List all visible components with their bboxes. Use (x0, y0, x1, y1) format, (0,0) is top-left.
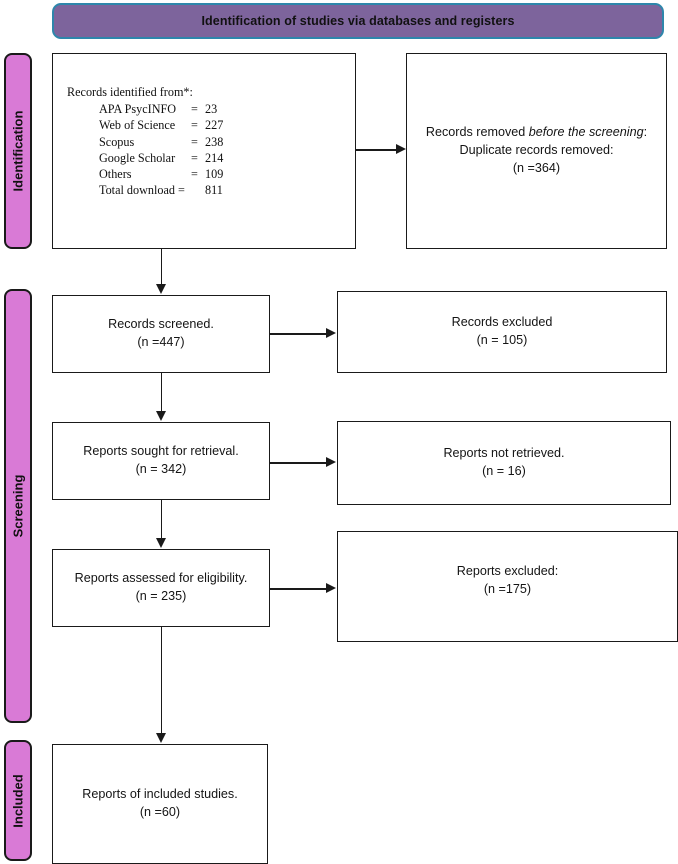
records-removed-line1-prefix: Records removed (425, 125, 529, 140)
stage-label-identification-text: Identification (10, 110, 26, 192)
box-records-identified: Records identified from*: APA PsycINFO =… (52, 53, 356, 249)
reports-not-retrieved-content: Reports not retrieved. (n = 16) (338, 445, 670, 481)
reports-sought-content: Reports sought for retrieval. (n = 342) (53, 443, 269, 479)
source-equals: = (191, 102, 198, 117)
source-row: Others = 109 (99, 166, 223, 182)
records-removed-line1-suffix: : (643, 125, 648, 140)
source-row: Google Scholar = 214 (99, 150, 223, 166)
records-screened-line1: Records screened. (108, 317, 214, 332)
records-removed-content: Records removed before the screening: Du… (407, 124, 666, 178)
source-name: Google Scholar (99, 150, 176, 165)
records-removed-line3: (n =364) (512, 160, 561, 175)
source-name: Web of Science (99, 118, 176, 133)
arrowhead-screened-to-sought (155, 411, 166, 421)
source-equals (191, 182, 205, 198)
records-screened-content: Records screened. (n =447) (53, 316, 269, 352)
stage-label-identification: Identification (4, 53, 32, 249)
reports-assessed-line1: Reports assessed for eligibility. (74, 571, 248, 586)
reports-sought-line2: (n = 342) (135, 462, 187, 476)
records-identified-heading: Records identified from*: (67, 85, 193, 99)
source-value: 811 (205, 183, 223, 198)
source-value: 23 (205, 102, 218, 117)
records-excluded-line2: (n = 105) (476, 333, 528, 347)
reports-included-content: Reports of included studies. (n =60) (53, 786, 267, 822)
connector-assessed-to-included (160, 627, 163, 734)
box-records-screened: Records screened. (n =447) (52, 295, 270, 373)
arrowhead-identified-to-screened (155, 284, 166, 294)
source-value: 238 (205, 134, 224, 149)
records-removed-line1-italic: before the screening (528, 125, 644, 140)
stage-label-included-text: Included (10, 773, 26, 828)
source-value: 214 (205, 150, 224, 165)
diagram-header-banner: Identification of studies via databases … (52, 3, 664, 39)
stage-label-included: Included (4, 740, 32, 861)
source-equals: = (191, 134, 198, 149)
connector-assessed-to-reports-excluded (270, 588, 327, 590)
box-records-removed: Records removed before the screening: Du… (406, 53, 667, 249)
reports-not-retrieved-line2: (n = 16) (482, 464, 526, 478)
reports-assessed-line2: (n = 235) (135, 589, 187, 603)
arrowhead-assessed-to-reports-excluded (326, 583, 336, 594)
reports-included-line2: (n =60) (139, 805, 181, 819)
connector-identified-to-screened (160, 249, 163, 285)
connector-screened-to-excluded (270, 333, 327, 335)
source-name: APA PsycINFO (99, 102, 177, 117)
reports-assessed-content: Reports assessed for eligibility. (n = 2… (53, 570, 269, 606)
source-row: Web of Science = 227 (99, 117, 223, 133)
records-removed-line2: Duplicate records removed: (459, 143, 614, 158)
connector-identified-to-removed (356, 149, 398, 151)
stage-label-screening: Screening (4, 289, 32, 723)
connector-sought-to-assessed (160, 500, 163, 539)
reports-excluded-line2: (n =175) (483, 581, 532, 596)
stage-label-screening-text: Screening (10, 474, 26, 538)
reports-excluded-line1: Reports excluded: (456, 564, 559, 578)
arrowhead-sought-to-assessed (155, 538, 166, 548)
arrowhead-sought-to-not-retrieved (326, 457, 336, 468)
box-reports-included: Reports of included studies. (n =60) (52, 744, 268, 864)
reports-not-retrieved-line1: Reports not retrieved. (443, 446, 565, 461)
source-name: Total download = (99, 183, 185, 198)
source-equals: = (191, 118, 198, 133)
source-row-total: Total download = 811 (99, 182, 223, 198)
records-excluded-line1: Records excluded (451, 315, 553, 330)
box-reports-sought: Reports sought for retrieval. (n = 342) (52, 422, 270, 500)
arrowhead-identified-to-removed (396, 144, 406, 155)
source-row: APA PsycINFO = 23 (99, 101, 223, 117)
source-name: Others (99, 167, 132, 182)
box-records-excluded: Records excluded (n = 105) (337, 291, 667, 373)
records-removed-line1: Records removed before the screening: (407, 124, 666, 142)
connector-screened-to-sought (160, 373, 163, 412)
arrowhead-assessed-to-included (155, 733, 166, 743)
source-equals: = (191, 167, 198, 182)
reports-sought-line1: Reports sought for retrieval. (83, 444, 239, 459)
records-excluded-content: Records excluded (n = 105) (338, 314, 666, 350)
source-row: Scopus = 238 (99, 134, 223, 150)
reports-excluded-content: Reports excluded: (n =175) (338, 563, 677, 599)
box-reports-assessed: Reports assessed for eligibility. (n = 2… (52, 549, 270, 627)
source-value: 227 (205, 118, 224, 133)
source-equals: = (191, 150, 198, 165)
connector-sought-to-not-retrieved (270, 462, 327, 464)
box-reports-excluded: Reports excluded: (n =175) (337, 531, 678, 642)
source-value: 109 (205, 167, 224, 182)
box-reports-not-retrieved: Reports not retrieved. (n = 16) (337, 421, 671, 505)
banner-title: Identification of studies via databases … (201, 14, 515, 28)
records-identified-content: Records identified from*: APA PsycINFO =… (67, 84, 223, 199)
source-name: Scopus (99, 134, 135, 149)
arrowhead-screened-to-excluded (326, 328, 336, 339)
records-screened-line2: (n =447) (137, 335, 185, 349)
reports-included-line1: Reports of included studies. (82, 787, 238, 802)
